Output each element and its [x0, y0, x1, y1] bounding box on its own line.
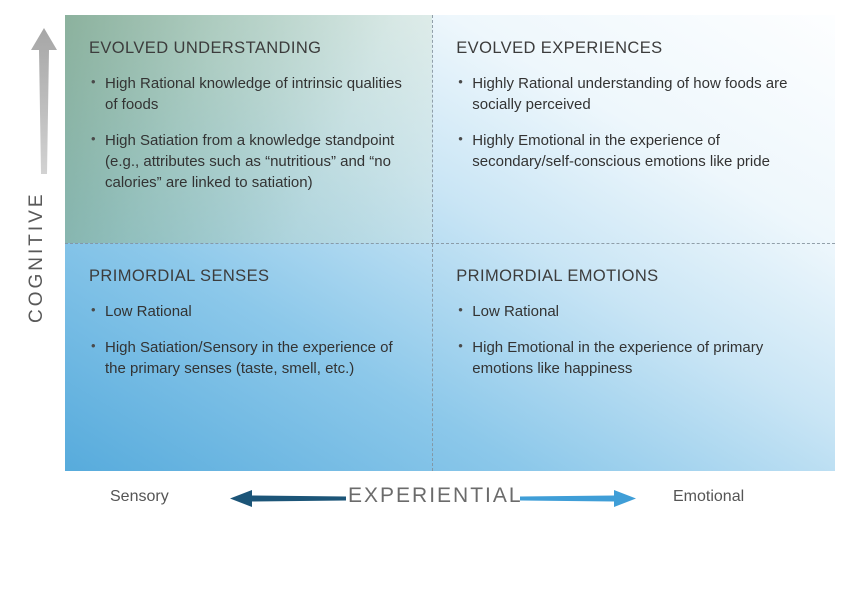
- bullet-item: Low Rational: [89, 301, 406, 322]
- cognitive-axis-label: COGNITIVE: [26, 191, 47, 323]
- bullet-item: High Satiation/Sensory in the experience…: [89, 337, 406, 379]
- quadrant-title: PRIMORDIAL EMOTIONS: [456, 267, 659, 285]
- quadrant-bullet-list: High Rational knowledge of intrinsic qua…: [89, 73, 406, 193]
- quadrant-panel: EVOLVED UNDERSTANDING High Rational know…: [65, 15, 835, 471]
- quadrant-title: PRIMORDIAL SENSES: [89, 267, 270, 285]
- emotional-axis-label: Emotional: [673, 488, 745, 505]
- bullet-item: High Rational knowledge of intrinsic qua…: [89, 73, 406, 115]
- quadrant-bullet-list: Highly Rational understanding of how foo…: [456, 73, 809, 172]
- sensory-axis-label: Sensory: [110, 488, 169, 505]
- experiential-axis-label: EXPERIENTIAL: [348, 484, 523, 507]
- quadrant-title: EVOLVED UNDERSTANDING: [89, 39, 322, 57]
- quadrant-primordial-emotions: PRIMORDIAL EMOTIONS Low Rational High Em…: [432, 243, 835, 471]
- up-arrow-icon: [31, 28, 57, 174]
- quadrant-bullet-list: Low Rational High Emotional in the exper…: [456, 301, 809, 379]
- horizontal-divider: [65, 243, 835, 244]
- bullet-item: High Emotional in the experience of prim…: [456, 337, 801, 379]
- right-arrow-icon: [520, 490, 636, 507]
- quadrant-evolved-experiences: EVOLVED EXPERIENCES Highly Rational unde…: [432, 15, 835, 243]
- experiential-axis: Sensory EXPERIENTIAL Emotional: [65, 482, 835, 518]
- bullet-item: Low Rational: [456, 301, 801, 322]
- left-arrow-icon: [230, 490, 346, 507]
- quadrant-title: EVOLVED EXPERIENCES: [456, 39, 663, 57]
- bullet-item: High Satiation from a knowledge standpoi…: [89, 130, 406, 193]
- bullet-item: Highly Emotional in the experience of se…: [456, 130, 801, 172]
- quadrant-evolved-understanding: EVOLVED UNDERSTANDING High Rational know…: [65, 15, 433, 243]
- bullet-item: Highly Rational understanding of how foo…: [456, 73, 801, 115]
- quadrant-primordial-senses: PRIMORDIAL SENSES Low Rational High Sati…: [65, 243, 432, 471]
- quadrant-bullet-list: Low Rational High Satiation/Sensory in t…: [89, 301, 406, 379]
